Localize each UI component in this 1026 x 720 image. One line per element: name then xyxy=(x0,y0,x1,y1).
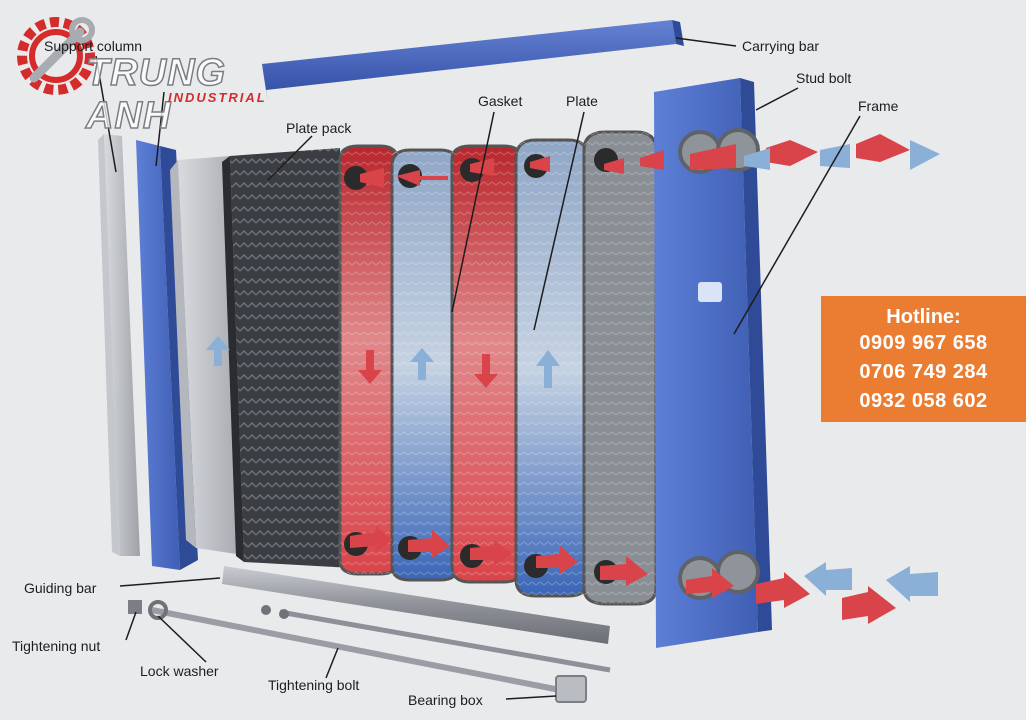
gear-wrench-icon xyxy=(17,17,95,95)
frame xyxy=(654,78,772,648)
label-carrying-bar: Carrying bar xyxy=(742,38,820,54)
label-plate-pack: Plate pack xyxy=(286,120,352,136)
leader-bearing-box xyxy=(505,695,557,700)
leader-carrying-bar xyxy=(675,37,737,47)
label-frame: Frame xyxy=(858,98,899,114)
hotline-number-1[interactable]: 0909 967 658 xyxy=(859,332,988,354)
leader-frame xyxy=(733,115,861,335)
brand-logo: TRUNG ANH INDUSTRIAL xyxy=(8,8,278,138)
label-support-column: Support column xyxy=(44,38,143,54)
plate-pack xyxy=(222,148,352,568)
label-guiding-bar: Guiding bar xyxy=(24,580,97,596)
brand-subtitle: INDUSTRIAL xyxy=(168,90,267,105)
label-tightening-nut: Tightening nut xyxy=(12,638,101,654)
plate-gray xyxy=(582,130,658,606)
flow-arrows xyxy=(206,134,940,624)
hotline-title: Hotline: xyxy=(886,306,961,328)
label-gasket: Gasket xyxy=(478,93,523,109)
leader-lines xyxy=(95,37,861,700)
leader-guiding-bar xyxy=(119,577,221,587)
tightening-bolt-lower xyxy=(128,600,587,703)
tightening-bolt-upper xyxy=(261,605,611,673)
guiding-bar xyxy=(222,566,610,644)
leader-gasket xyxy=(451,111,495,313)
leader-stud-bolt xyxy=(755,87,799,111)
brand-name: TRUNG ANH xyxy=(85,51,227,138)
label-lock-washer: Lock washer xyxy=(140,663,219,679)
label-plate: Plate xyxy=(566,93,598,109)
leader-support-column xyxy=(95,55,117,173)
leader-lock-washer xyxy=(157,615,207,663)
leader-plate xyxy=(533,111,585,331)
hotline-number-3[interactable]: 0932 058 602 xyxy=(859,390,988,412)
label-bearing-box: Bearing box xyxy=(408,692,483,708)
support-column xyxy=(98,134,140,556)
label-stud-bolt: Stud bolt xyxy=(796,70,852,86)
leader-tightening-bolt xyxy=(325,647,339,679)
leader-support-column-2 xyxy=(155,91,165,167)
leader-plate-pack xyxy=(267,135,313,181)
hotline-box: Hotline: 0909 967 658 0706 749 284 0932 … xyxy=(821,296,1026,422)
carrying-bar xyxy=(262,20,684,102)
label-tightening-bolt: Tightening bolt xyxy=(268,677,360,693)
hotline-number-2[interactable]: 0706 749 284 xyxy=(859,361,988,383)
leader-tightening-nut xyxy=(125,611,137,641)
